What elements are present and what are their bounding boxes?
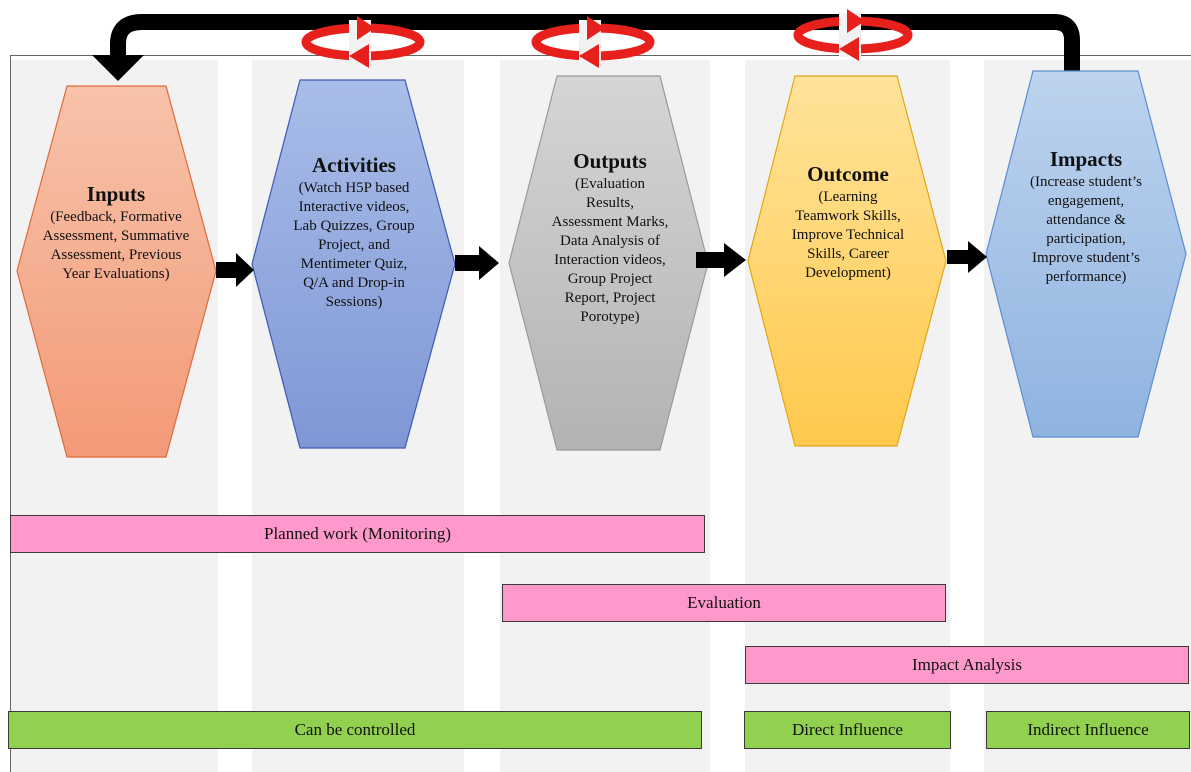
stage-title: Impacts [1049,147,1123,171]
stage-detail: (Feedback, Formative Assessment, Summati… [42,209,190,282]
stage-impacts: Impacts (Increase student’s engagement, … [1026,147,1146,287]
bar-label: Direct Influence [792,720,903,739]
cycle-arrows-icon [531,16,655,68]
evaluation-bar: Evaluation [502,584,946,622]
bar-label: Evaluation [687,593,761,612]
impacts-hexagon [985,70,1187,438]
stage-activities: Activities (Watch H5P based Interactive … [292,153,416,312]
stage-title: Activities [312,153,396,177]
stage-detail: (Watch H5P based Interactive videos, Lab… [293,180,415,310]
stage-outputs: Outputs (Evaluation Results, Assessment … [551,149,669,327]
flow-arrow-icon [455,246,499,280]
bar-label: Indirect Influence [1027,720,1149,739]
stage-detail: (Learning Teamwork Skills, Improve Techn… [791,189,905,281]
feedback-loop-arrowhead [92,55,144,81]
stage-title: Outputs [573,149,647,173]
outcome-hexagon [747,75,947,447]
cycle-arrows-icon [793,9,913,61]
flow-arrow-icon [696,243,746,277]
stage-detail: (Increase student’s engagement, attendan… [1029,174,1143,285]
indirect-influence-bar: Indirect Influence [986,711,1190,749]
stage-inputs: Inputs (Feedback, Formative Assessment, … [40,182,192,284]
activities-hexagon [251,79,456,449]
bar-label: Can be controlled [294,720,416,739]
bar-label: Planned work (Monitoring) [264,524,451,543]
impact-analysis-bar: Impact Analysis [745,646,1189,684]
flow-arrow-icon [216,253,254,287]
stage-detail: (Evaluation Results, Assessment Marks, D… [551,176,669,325]
outputs-hexagon [508,75,709,451]
cycle-arrows-icon [301,16,425,68]
stage-title: Inputs [86,182,146,206]
planned-work-bar: Planned work (Monitoring) [10,515,705,553]
inputs-hexagon [16,85,217,458]
direct-influence-bar: Direct Influence [744,711,951,749]
flow-arrow-icon [947,241,987,273]
stage-outcome: Outcome (Learning Teamwork Skills, Impro… [788,162,908,283]
stage-title: Outcome [807,162,889,186]
can-be-controlled-bar: Can be controlled [8,711,702,749]
bar-label: Impact Analysis [911,655,1022,674]
frame-border [10,55,11,772]
